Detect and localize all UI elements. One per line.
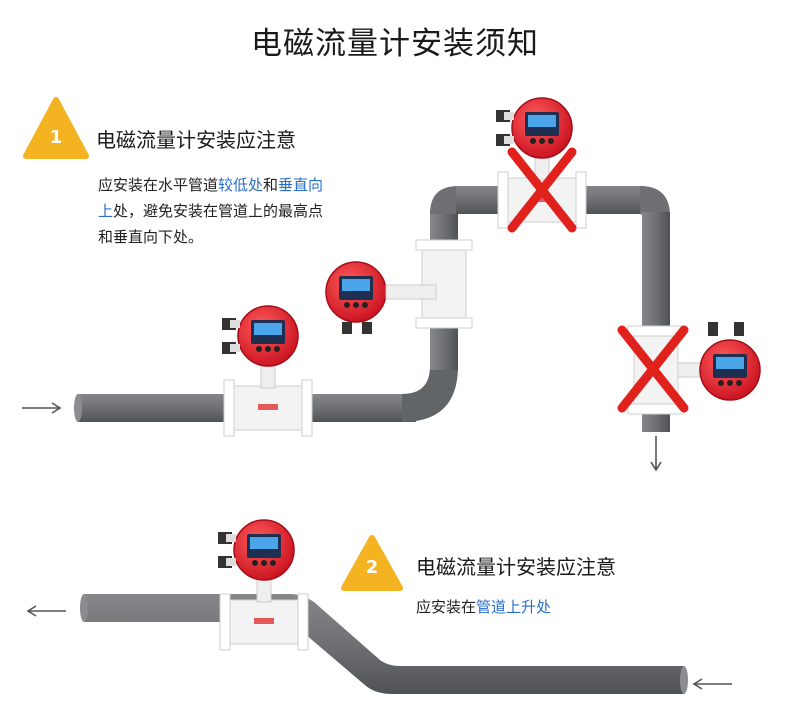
page-title: 电磁流量计安装须知	[251, 26, 539, 62]
arrow-left-icon	[692, 678, 732, 690]
step-number: 2	[365, 557, 379, 578]
flowmeter-icon	[221, 305, 313, 437]
step-description: 应安装在管道上升处	[416, 598, 552, 616]
warning-triangle-icon	[23, 97, 89, 159]
wrong-x-icon	[507, 147, 577, 233]
flowmeter-icon	[217, 519, 309, 651]
step-number: 1	[49, 127, 63, 148]
flowmeter-icon	[495, 97, 587, 229]
flowmeter-icon	[325, 261, 437, 334]
step-description: 应安装在水平管道较低处和垂直向上处，避免安装在管道上的最高点和垂直向下处。	[98, 176, 324, 246]
warning-triangle-icon	[341, 535, 403, 591]
step-heading: 电磁流量计安装应注意	[416, 555, 616, 579]
arrow-left-icon	[26, 605, 66, 617]
flowmeter-icon	[677, 322, 761, 401]
arrow-right-icon	[22, 402, 62, 414]
flowmeter-icon	[415, 239, 473, 329]
step-heading: 电磁流量计安装应注意	[96, 128, 296, 152]
arrow-down-icon	[650, 436, 662, 472]
wrong-x-icon	[617, 325, 689, 413]
